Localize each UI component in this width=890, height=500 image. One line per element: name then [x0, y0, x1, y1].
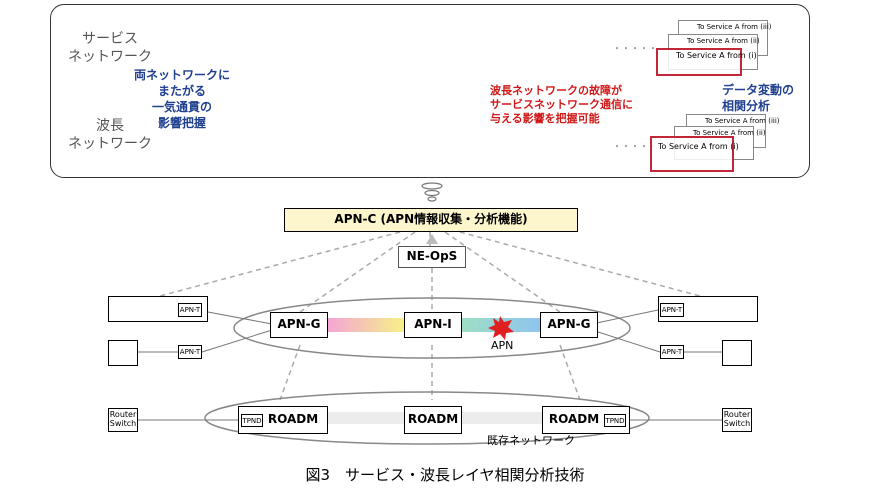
collection-dashes	[159, 231, 701, 401]
existing-network-ellipse	[204, 391, 650, 445]
customer-device-box	[108, 340, 138, 366]
impact-label: 両ネットワークに またがる 一気通貫の 影響把握	[133, 68, 230, 130]
apn-g-right-node: APN-G	[540, 312, 598, 338]
tpnd-box: TPND	[604, 414, 626, 427]
apn-label: APN	[491, 339, 514, 352]
wavelength-network-label: 波長 ネットワーク	[68, 118, 152, 152]
service-network-label: サービス ネットワーク	[68, 31, 152, 65]
access-links	[138, 309, 722, 421]
apn-t-box: APN-T	[178, 345, 202, 359]
apn-t-box: APN-T	[660, 303, 684, 317]
apn-fault-icon	[488, 316, 514, 340]
signal-waves	[421, 182, 443, 202]
correlation-label: データ変動の 相関分析	[722, 83, 795, 113]
tpnd-box: TPND	[241, 414, 263, 427]
apn-t-box: APN-T	[178, 303, 202, 317]
roadm-center-node: ROADM	[404, 406, 462, 434]
figure-caption: 図3 サービス・波長レイヤ相関分析技術	[305, 466, 585, 484]
ellipsis-lower: ・・・・・	[612, 142, 658, 153]
chart-card-highlight: To Service A from (i)	[656, 48, 757, 76]
apn-g-left-node: APN-G	[270, 312, 328, 338]
chart-card-highlight: To Service A from (i)	[650, 136, 739, 172]
apn-c-box: APN-C (APN情報収集・分析機能)	[284, 208, 578, 232]
apn-t-box: APN-T	[660, 345, 684, 359]
ne-ops-box: NE-OpS	[398, 246, 466, 268]
apn-i-node: APN-I	[404, 312, 462, 338]
customer-device-box	[722, 340, 752, 366]
existing-network-label: 既存ネットワーク	[487, 434, 575, 447]
fault-note: 波長ネットワークの故障が サービスネットワーク通信に 与える影響を把握可能	[490, 84, 633, 125]
apn-ellipse	[233, 297, 631, 359]
ellipsis-upper: ・・・・・	[612, 44, 658, 55]
